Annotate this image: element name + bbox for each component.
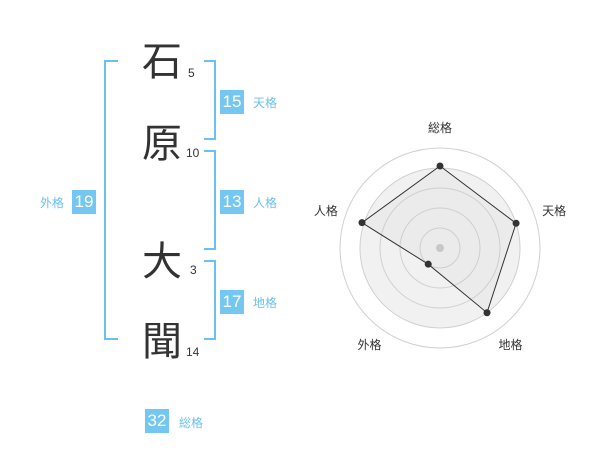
radar-axis-label-3: 地格 — [498, 338, 523, 353]
tenkaku-bracket — [204, 60, 216, 140]
chikaku-bracket — [204, 260, 216, 340]
jinkaku-value: 13 — [220, 190, 244, 214]
radar-point-4 — [424, 260, 432, 268]
stroke-count-2: 10 — [186, 146, 200, 160]
radar-point-2 — [512, 219, 520, 227]
name-char-2: 原 — [142, 121, 182, 167]
name-char-4: 聞 — [142, 319, 182, 365]
gaikaku-bracket — [104, 60, 118, 340]
radar-center-dot — [436, 244, 444, 252]
gaikaku-label: 外格 — [40, 196, 65, 210]
radar-point-5 — [358, 219, 366, 227]
radar-point-1 — [436, 162, 444, 170]
radar-ring-5 — [339, 147, 541, 349]
jinkaku-label: 人格 — [253, 196, 278, 210]
radar-axis-label-5: 人格 — [313, 203, 338, 218]
stroke-count-1: 5 — [188, 66, 195, 80]
tenkaku-label: 天格 — [253, 96, 278, 110]
name-char-3: 大 — [142, 239, 182, 285]
radar-axis-label-2: 天格 — [542, 203, 567, 218]
radar-axis-label-1: 総格 — [428, 121, 453, 135]
radar-ring-3 — [379, 187, 501, 309]
chikaku-value: 17 — [220, 290, 244, 314]
chikaku-label: 地格 — [253, 296, 278, 310]
stroke-count-4: 14 — [186, 345, 200, 359]
jinkaku-bracket — [204, 150, 216, 250]
stroke-count-3: 3 — [190, 263, 197, 277]
soukaku-value: 32 — [145, 409, 169, 433]
radar-point-3 — [483, 309, 491, 317]
radar-axis-label-4: 外格 — [357, 338, 382, 353]
name-char-1: 石 — [142, 39, 182, 85]
radar-polygon — [361, 165, 517, 314]
gaikaku-value: 19 — [72, 190, 96, 214]
radar-ring-1 — [419, 227, 461, 269]
tenkaku-value: 15 — [220, 90, 244, 114]
soukaku-label: 総格 — [179, 416, 204, 430]
radar-ring-2 — [399, 207, 481, 289]
